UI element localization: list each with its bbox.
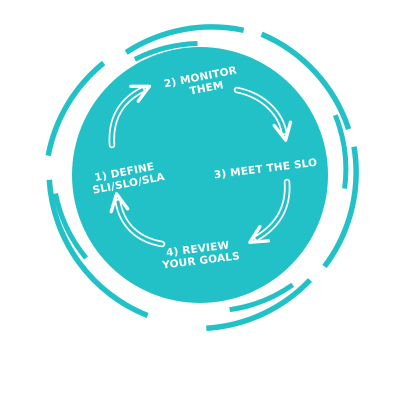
- ring-arc: [229, 282, 295, 313]
- cycle-arrows: [108, 84, 293, 248]
- arrow-step2-to-step3-core: [235, 88, 286, 134]
- ring-arc: [46, 179, 149, 319]
- ring-arc: [133, 41, 198, 62]
- arrow-step1-to-step2-core: [110, 88, 144, 147]
- ring-arc: [124, 24, 245, 55]
- ring-arc: [206, 278, 312, 331]
- outer-ring-arcs: [45, 24, 359, 331]
- ring-arc: [45, 60, 106, 157]
- ring-arc: [332, 114, 349, 189]
- ring-arc: [260, 31, 352, 130]
- arrow-step4-to-step1-core: [116, 200, 164, 246]
- ring-arc: [322, 146, 359, 269]
- arrow-step3-to-step4-core: [255, 180, 289, 240]
- ring-arc: [53, 193, 89, 260]
